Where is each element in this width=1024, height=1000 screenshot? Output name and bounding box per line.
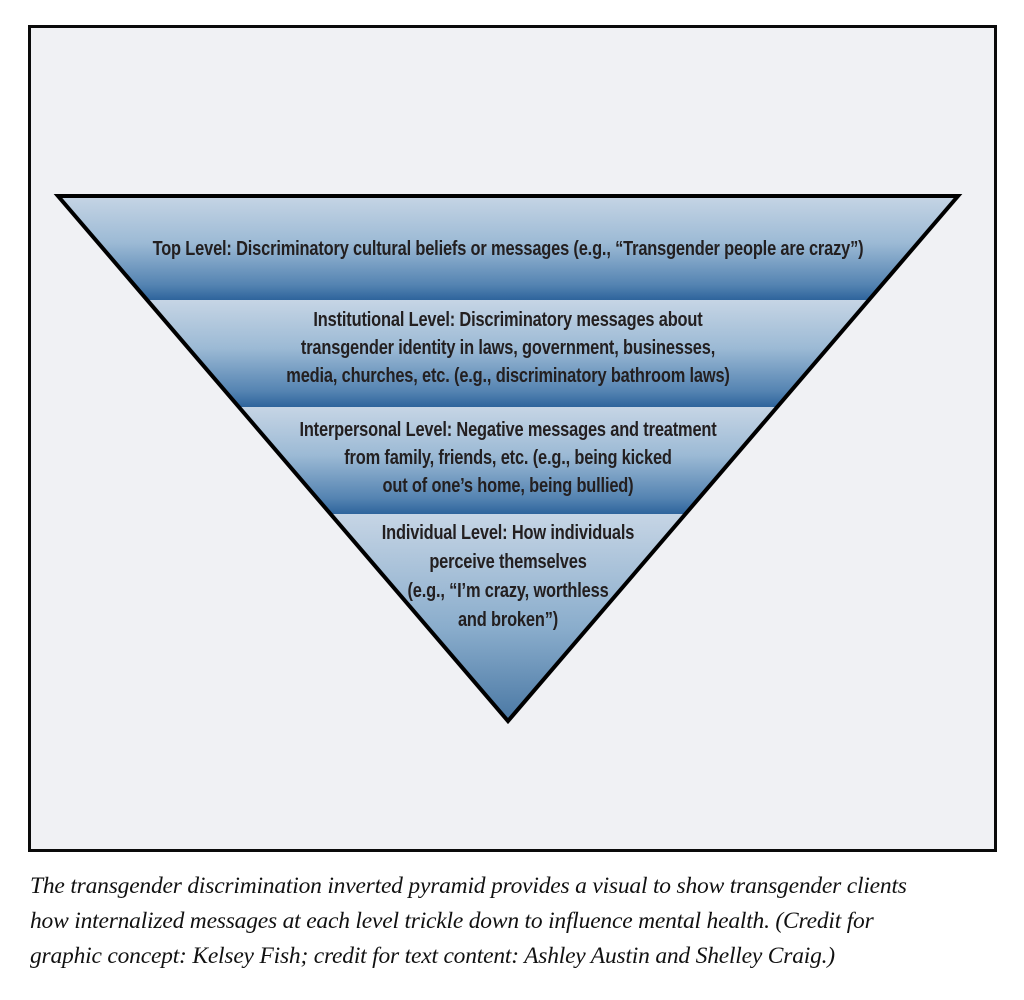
- tier-text-line: and broken”): [457, 609, 559, 631]
- pyramid-graphic: [53, 194, 963, 725]
- tier-text-line: Top Level: Discriminatory cultural belie…: [152, 238, 864, 260]
- tier-text-line: out of one’s home, being bullied): [382, 475, 634, 497]
- pyramid-outline: [53, 194, 963, 725]
- tier-text-line: media, churches, etc. (e.g., discriminat…: [286, 365, 730, 387]
- pyramid-tier-top-level: Top Level: Discriminatory cultural belie…: [58, 234, 958, 264]
- pyramid-tier-institutional-level: Institutional Level: Discriminatory mess…: [58, 306, 958, 390]
- figure-caption: The transgender discrimination inverted …: [30, 869, 1000, 974]
- tier-text-line: perceive themselves: [429, 551, 587, 573]
- pyramid-tier-interpersonal-level: Interpersonal Level: Negative messages a…: [58, 416, 958, 500]
- caption-line: The transgender discrimination inverted …: [30, 873, 907, 899]
- pyramid-band-top-level: [58, 196, 958, 300]
- caption-line: how internalized messages at each level …: [30, 908, 874, 934]
- inverted-pyramid-diagram: Top Level: Discriminatory cultural belie…: [53, 194, 963, 725]
- pyramid-tier-individual-level: Individual Level: How individuals percei…: [58, 519, 958, 635]
- tier-text-line: (e.g., “I’m crazy, worthless: [407, 580, 609, 602]
- tier-text-line: from family, friends, etc. (e.g., being …: [344, 447, 672, 469]
- tier-text-line: Individual Level: How individuals: [381, 522, 635, 544]
- tier-text-line: Interpersonal Level: Negative messages a…: [299, 419, 717, 441]
- tier-text-line: Institutional Level: Discriminatory mess…: [313, 309, 703, 331]
- caption-line: graphic concept: Kelsey Fish; credit for…: [30, 943, 835, 969]
- tier-text-line: transgender identity in laws, government…: [300, 337, 716, 359]
